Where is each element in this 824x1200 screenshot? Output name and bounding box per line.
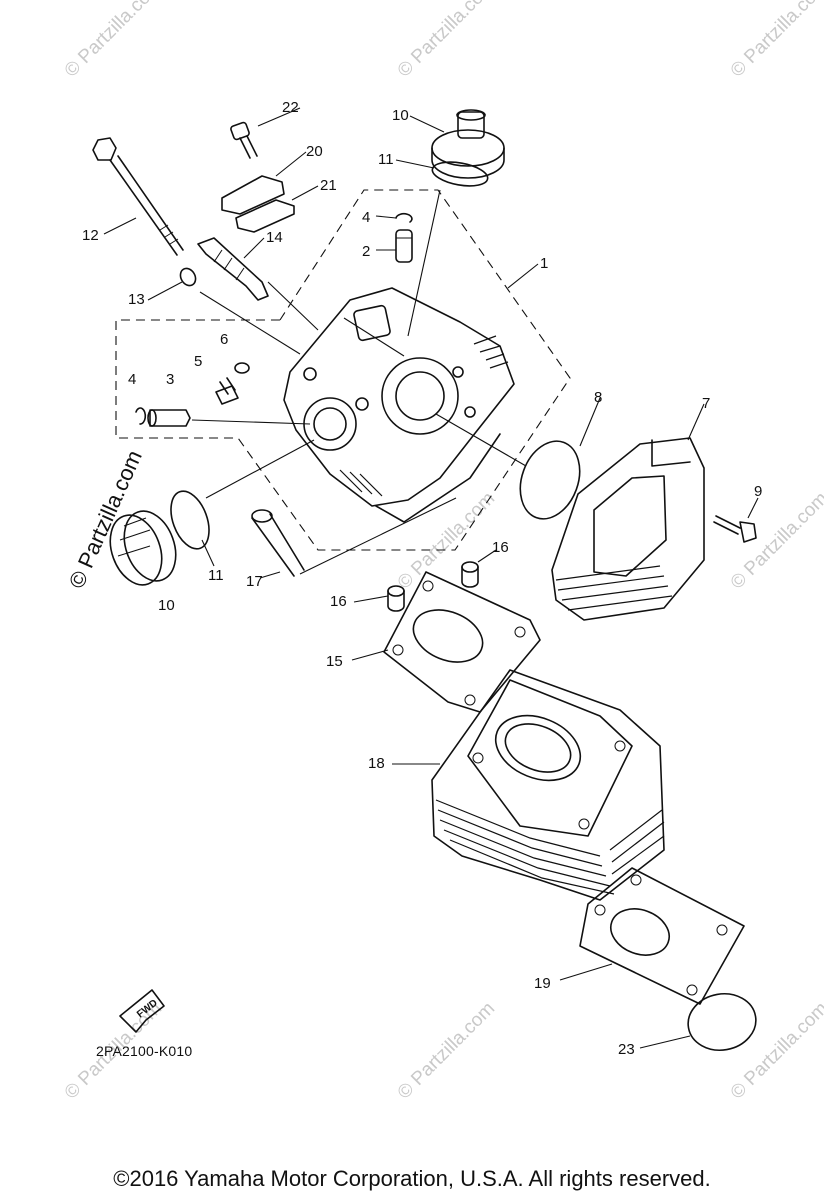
callout-4-top: 4 [362,209,370,226]
circlip-top [395,212,413,223]
watermark: © Partzilla.com [394,0,499,82]
callout-20: 23 [618,1041,635,1058]
callout-16-right: 16 [492,539,509,556]
long-bolt [251,509,305,577]
callout-11-side: 11 [208,567,224,584]
callout-19: 19 [534,975,551,992]
callout-6: 6 [220,331,228,348]
cylinder-head [283,287,515,523]
cover-plate [221,175,285,215]
cover-gasket [235,199,295,233]
head-bolt-short [215,377,239,405]
head-gasket [383,571,541,713]
washer [179,267,197,287]
dowel-pin-left [387,585,405,612]
dowel-pin-right [461,561,479,588]
watermark: © Partzilla.com [61,0,166,82]
callout-15: 15 [326,653,343,670]
tappet-cover-top [431,109,505,179]
cylinder-block [431,669,665,901]
watermark: © Partzilla.com [727,488,824,593]
callout-12: 12 [82,227,99,244]
callout-17: 17 [246,573,263,590]
cylinder-head-cover [551,437,705,621]
callout-11-top: 11 [378,151,394,168]
washer-small [234,362,250,374]
callout-23: 22 [282,99,299,116]
leader-lines [103,107,759,1049]
copyright-notice: ©2016 Yamaha Motor Corporation, U.S.A. A… [113,1166,711,1191]
tappet-cover-side [109,510,177,586]
valve-guide-side [147,409,191,427]
o-ring-large [519,440,581,520]
callout-10-top: 10 [392,107,409,124]
side-watermark: © Partzilla.com [64,446,147,592]
callout-18: 18 [368,755,385,772]
diagram-code: 2PA2100-K010 [96,1043,193,1059]
callout-2: 2 [362,243,370,260]
watermark: © Partzilla.com [727,998,824,1103]
spark-plug [197,237,269,301]
callout-5: 5 [194,353,202,370]
callout-7: 7 [702,395,710,412]
callout-22: 21 [320,177,337,194]
watermark: © Partzilla.com [394,998,499,1103]
callout-21: 20 [306,143,323,160]
callout-3: 3 [166,371,174,388]
cover-bolt [713,515,757,543]
callout-8: 8 [594,389,602,406]
o-ring-bottom [687,993,757,1051]
callout-1: 1 [540,255,548,272]
callout-labels: 22 20 21 10 11 4 2 14 12 13 1 6 5 4 3 8 … [82,99,762,1058]
callout-13: 13 [128,291,145,308]
o-ring-top [431,161,489,187]
callout-16-left: 16 [330,593,347,610]
callout-10-side: 10 [158,597,175,614]
callout-9: 9 [754,483,762,500]
circlip-side [135,407,147,425]
callout-4-side: 4 [128,371,136,388]
watermark: © Partzilla.com [727,0,824,82]
stud-bolt [92,137,184,256]
watermark: © Partzilla.com [394,488,499,593]
valve-guide-top [395,229,413,263]
base-gasket [579,867,745,1005]
assembly-outline [115,189,571,551]
o-ring-side [170,490,210,550]
small-bolt [230,121,258,159]
callout-14: 14 [266,229,283,246]
